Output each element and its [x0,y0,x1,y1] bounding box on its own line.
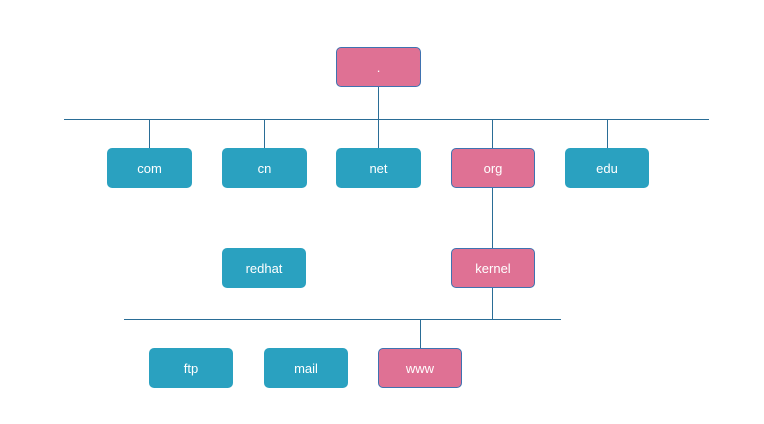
net-node-label: net [369,160,388,176]
cn-node: cn [222,148,307,188]
com-node-label: com [137,160,162,176]
kernel-node: kernel [451,248,535,288]
edu-node-label: edu [596,160,618,176]
www-node: www [378,348,462,388]
redhat-node-label: redhat [245,260,283,276]
ftp-node: ftp [149,348,233,388]
redhat-node: redhat [222,248,306,288]
org-node: org [451,148,535,188]
com-node: com [107,148,192,188]
org-node-label: org [483,160,503,176]
net-node: net [336,148,421,188]
mail-node-label: mail [294,360,318,376]
www-node-label: www [405,360,435,376]
mail-node: mail [264,348,348,388]
kernel-node-label: kernel [475,260,511,276]
root-node: . [336,47,421,87]
edu-node: edu [565,148,649,188]
root-node-label: . [376,59,381,75]
ftp-node-label: ftp [183,360,199,376]
cn-node-label: cn [257,160,272,176]
